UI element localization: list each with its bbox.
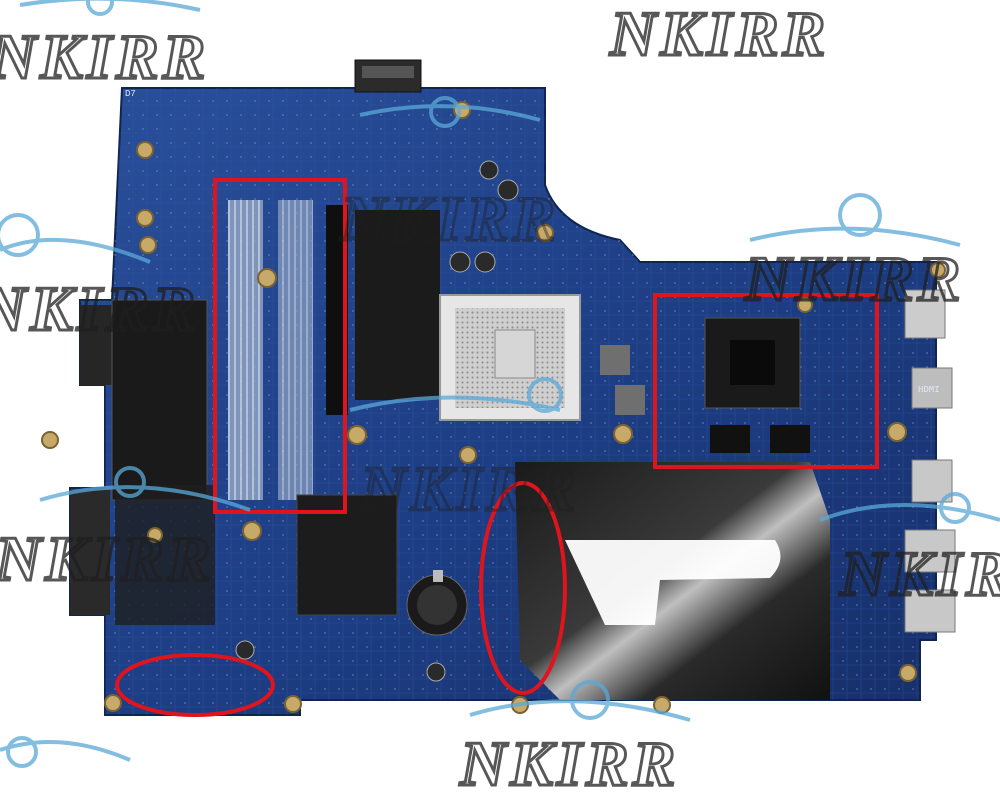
watermark-text: NKIRR [0,273,199,344]
watermark-text: NKIRR [459,728,679,792]
gpu-chip [704,317,810,453]
chipset [296,345,645,616]
cpu-socket: D7 [125,89,581,421]
cmos-battery [406,570,468,636]
watermark-text: NKIRR [744,243,964,314]
highlight-markers [115,178,879,717]
mounting-holes [41,101,946,714]
power-connector [354,59,422,93]
heatsink-foil [515,462,830,700]
watermark-text: NKIRR [0,21,209,92]
ram-slots [228,200,440,500]
watermark-text: NKIRR [339,183,559,254]
port-label: HDMI [918,385,940,395]
watermark-text: NKIRR [0,523,214,594]
watermark-text: NKIRR [839,538,1000,609]
io-ports: HDMI [904,289,956,633]
watermark-text: NKIRR [359,453,579,524]
board-mark: D7 [125,89,136,99]
watermark-text: NKIRR [609,0,829,69]
capacitors [235,160,519,682]
